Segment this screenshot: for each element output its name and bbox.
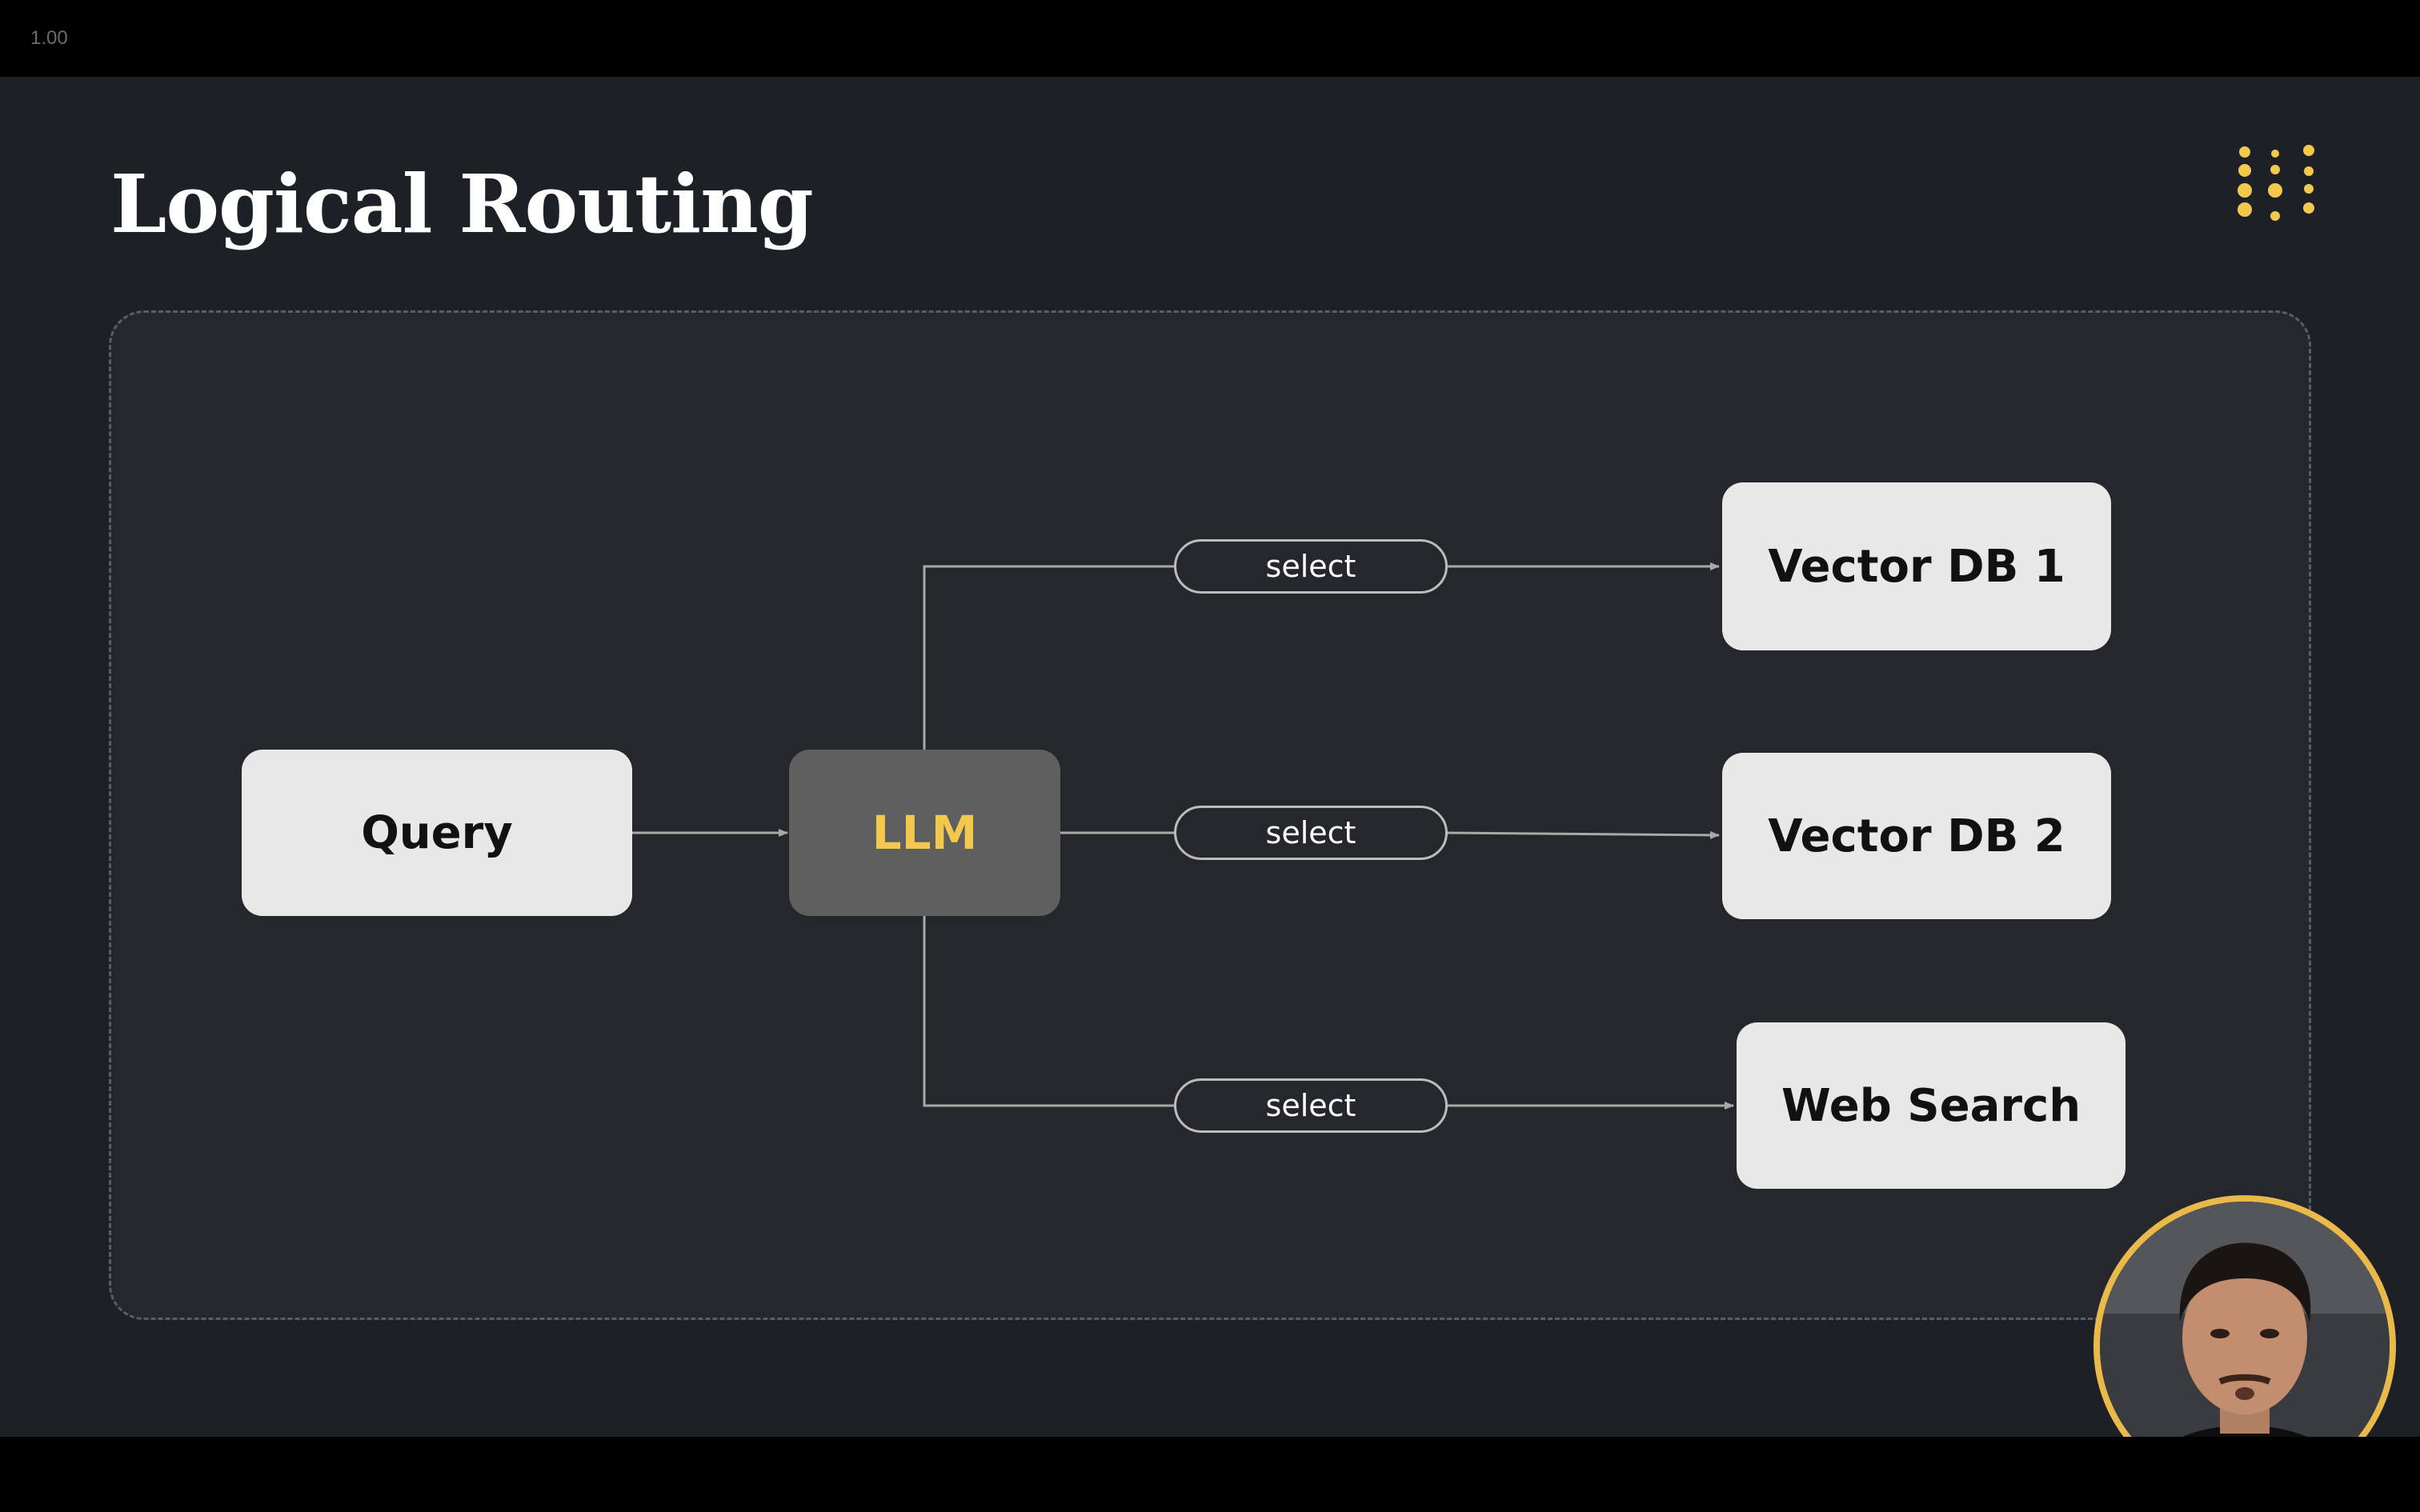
dot-grid-logo-icon — [2238, 145, 2314, 221]
video-bottom-bar — [0, 1437, 2420, 1512]
slide-title: Logical Routing — [110, 157, 814, 251]
edge-label-select-1: select — [1174, 539, 1448, 594]
vector-db-1-node: Vector DB 1 — [1722, 482, 2111, 650]
playback-speed-label: 1.00 — [30, 27, 68, 49]
diagram-connectors — [632, 562, 1734, 1110]
query-node: Query — [242, 750, 632, 916]
edge-label-select-2: select — [1174, 806, 1448, 860]
web-search-node: Web Search — [1737, 1022, 2126, 1189]
video-top-bar: 1.00 — [0, 0, 2420, 77]
edge-llm-web-search — [923, 916, 1175, 1107]
vector-db-2-node: Vector DB 2 — [1722, 753, 2111, 919]
edge-label-select-3: select — [1174, 1078, 1448, 1133]
slide: Logical Routing — [0, 77, 2420, 1498]
llm-node: LLM — [789, 750, 1060, 916]
edge-llm-vector-db-1 — [923, 565, 1175, 750]
